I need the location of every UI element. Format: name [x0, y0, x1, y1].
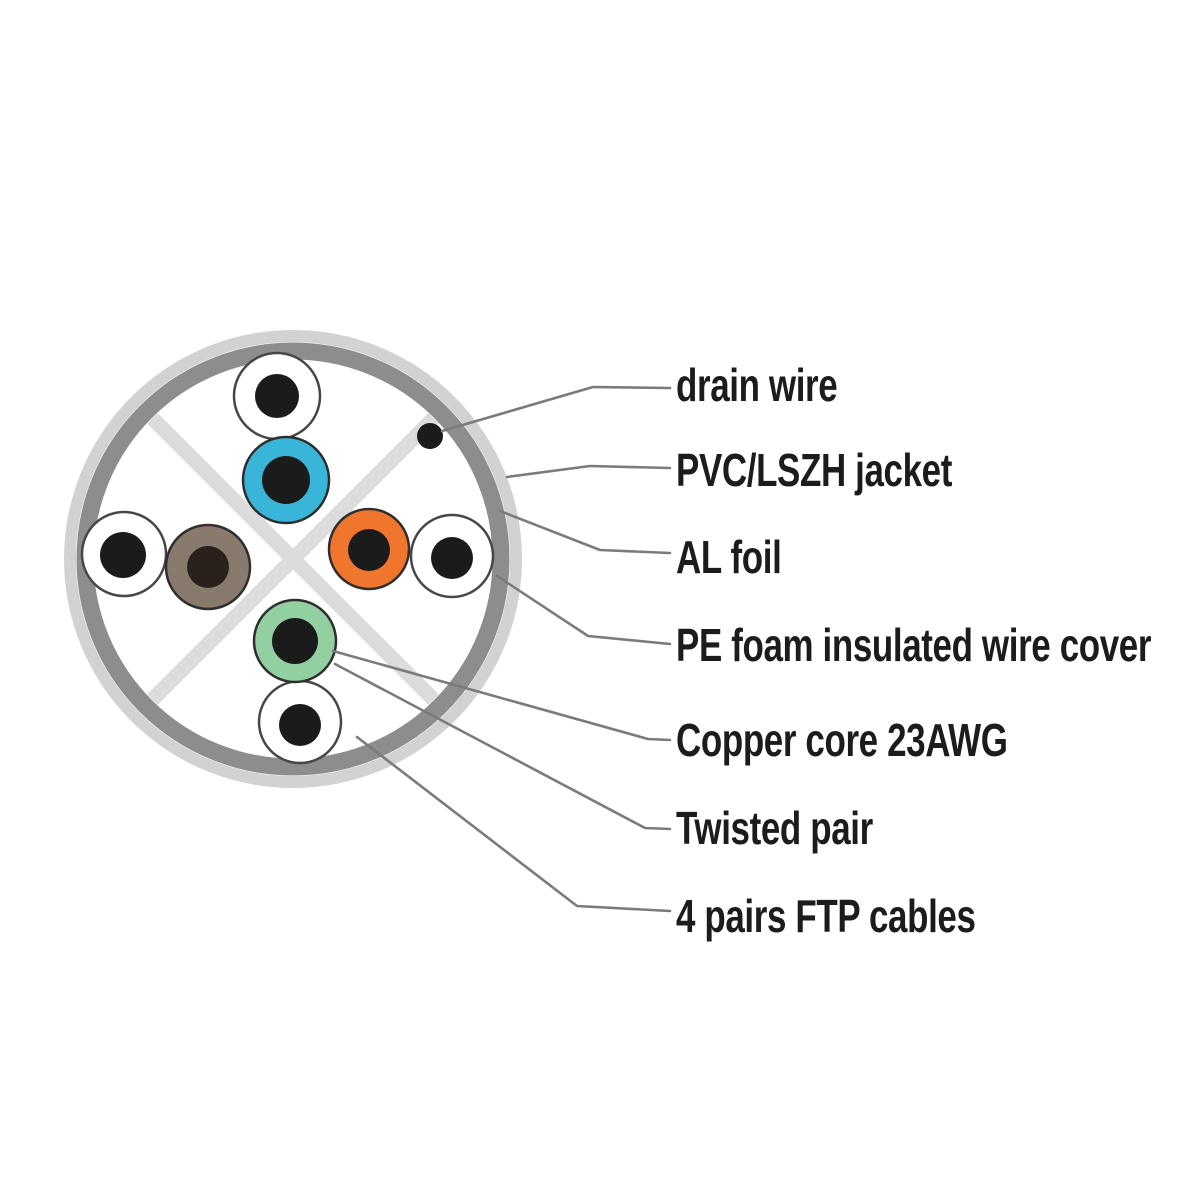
label-ftp-cables: 4 pairs FTP cables [676, 890, 976, 942]
copper-core-left-white [100, 532, 146, 578]
label-al-foil: AL foil [676, 531, 782, 583]
pvc-jacket-ring [64, 330, 522, 788]
copper-core-brown [187, 546, 229, 588]
label-drain-wire: drain wire [676, 359, 838, 411]
copper-core-green [272, 618, 318, 664]
cross-divider [146, 412, 440, 706]
label-copper-core: Copper core 23AWG [676, 714, 1008, 766]
leader-line-al-foil [498, 509, 672, 555]
leader-line-pvc-jacket [505, 464, 672, 479]
copper-core-right-white [431, 537, 473, 579]
leader-line-twisted-pair [333, 662, 672, 831]
leader-line-copper-core [331, 649, 672, 742]
leader-line-ftp-cables [355, 735, 672, 913]
copper-core-orange [348, 529, 390, 571]
drain-wire-dot [417, 423, 443, 449]
label-twisted-pair: Twisted pair [676, 802, 873, 854]
copper-core-top-white [255, 374, 299, 418]
label-pe-foam: PE foam insulated wire cover [676, 619, 1152, 671]
cross-divider-arm-2 [146, 412, 440, 706]
copper-core-blue [262, 456, 310, 504]
leader-line-drain-wire [440, 385, 672, 433]
label-pvc-jacket: PVC/LSZH jacket [676, 444, 953, 496]
copper-core-bottom-white [279, 704, 321, 746]
leader-line-pe-foam [495, 574, 672, 646]
